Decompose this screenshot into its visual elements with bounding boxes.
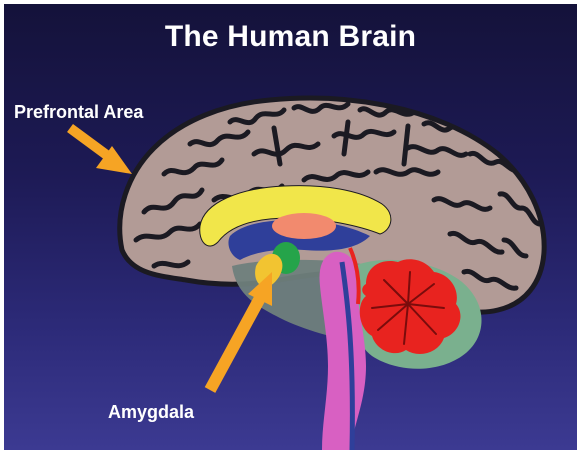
diagram-frame: The Human Brain Prefrontal Area Amygdala xyxy=(4,4,577,450)
diagram-title: The Human Brain xyxy=(4,20,577,54)
prefrontal-area-label: Prefrontal Area xyxy=(14,102,143,123)
prefrontal-arrow xyxy=(70,128,132,174)
brain-illustration xyxy=(4,4,577,450)
amygdala-label: Amygdala xyxy=(108,402,194,423)
thalamus xyxy=(272,213,336,239)
amygdala-arrow xyxy=(210,272,272,390)
